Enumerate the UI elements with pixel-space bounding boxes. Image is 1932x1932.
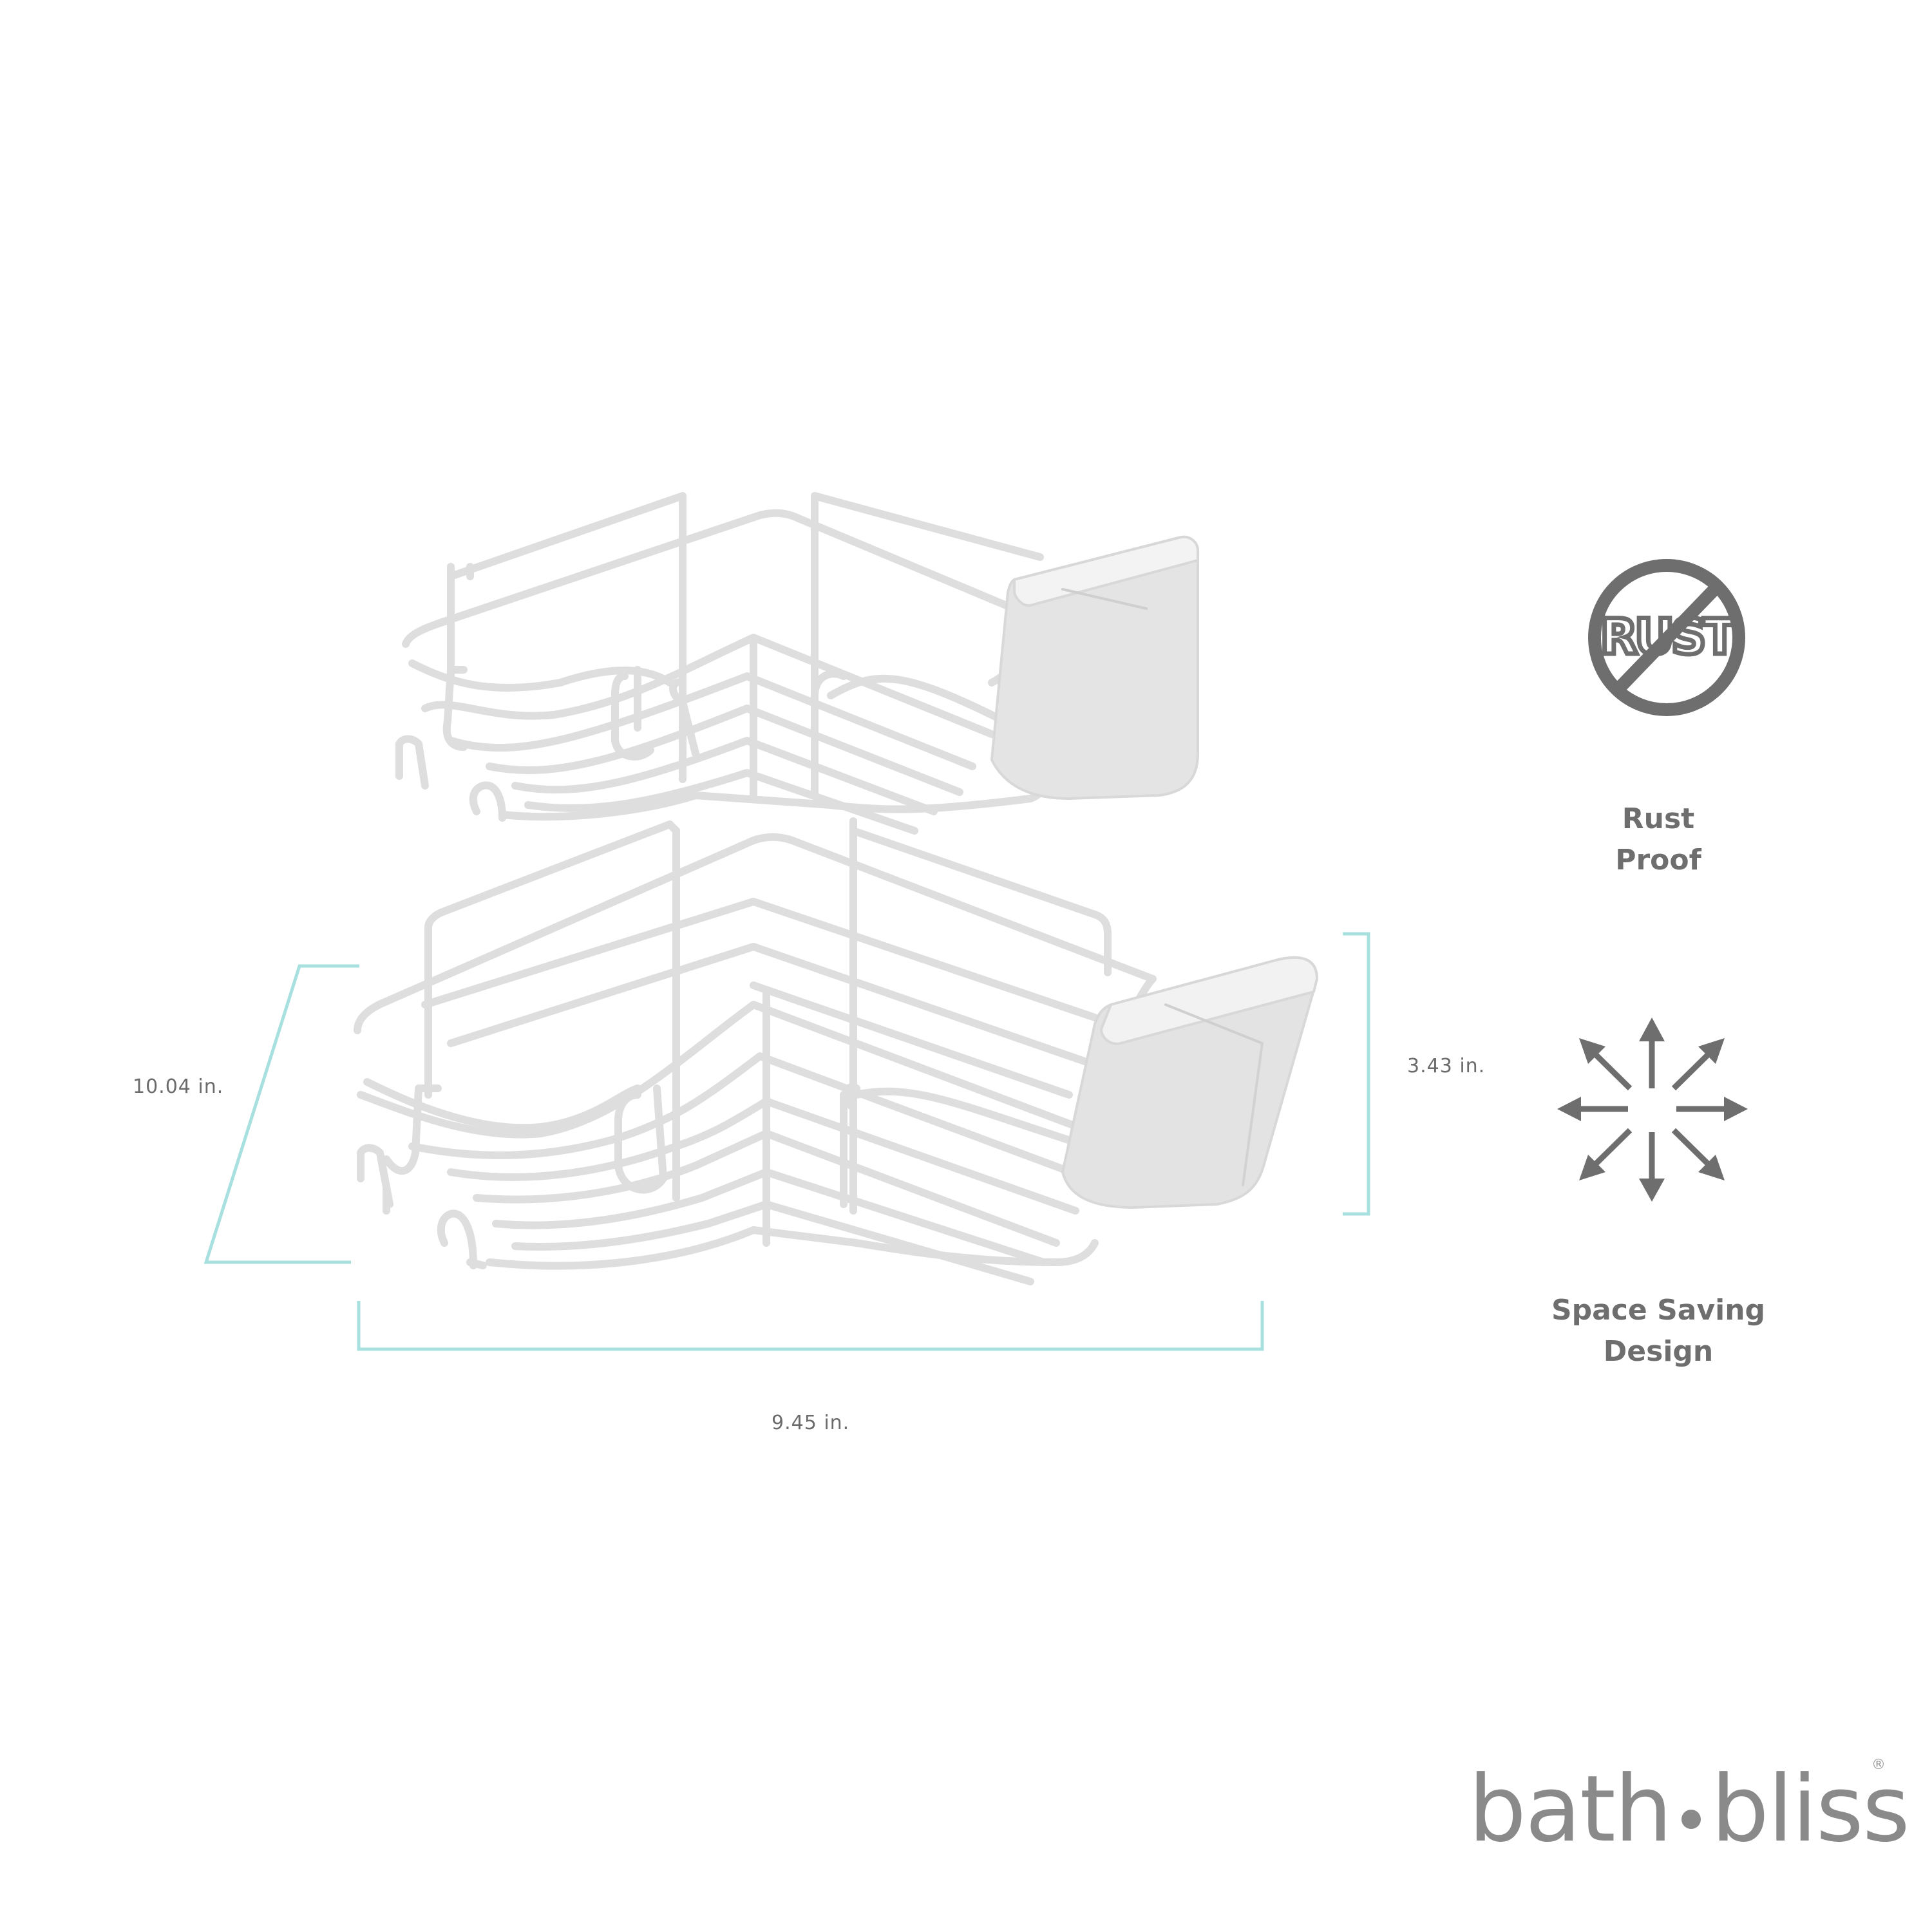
- brand-dot: [1681, 1810, 1701, 1829]
- brand-name-part1: bath: [1468, 1756, 1672, 1862]
- dimension-lines: [204, 932, 1370, 1351]
- brand-logo: bath bliss ®: [1468, 1756, 1910, 1862]
- space-saving-label: Space Saving Design: [1497, 1290, 1819, 1372]
- lower-cup: [1061, 956, 1318, 1209]
- width-dimension-label: 9.45 in.: [772, 1412, 850, 1434]
- rust-proof-line1: Rust: [1622, 802, 1695, 835]
- depth-dimension-line: [204, 964, 359, 1264]
- height-dimension-line: [1343, 932, 1370, 1216]
- brand-name-part2: bliss: [1710, 1756, 1910, 1862]
- expand-arrows-icon: [1557, 1018, 1748, 1202]
- height-dimension-label: 3.43 in.: [1407, 1055, 1486, 1077]
- depth-dimension-label: 10.04 in.: [133, 1075, 224, 1098]
- space-saving-line2: Design: [1603, 1335, 1714, 1368]
- rust-proof-line2: Proof: [1615, 844, 1701, 876]
- rust-proof-icon: RUST: [1588, 559, 1745, 716]
- width-dimension-line: [357, 1301, 1264, 1351]
- lower-shelf: [354, 817, 1157, 1285]
- upper-shelf: [395, 492, 1046, 835]
- registered-mark: ®: [1871, 1757, 1886, 1773]
- space-saving-line1: Space Saving: [1551, 1294, 1766, 1327]
- upper-cup: [990, 535, 1199, 800]
- rust-proof-label: Rust Proof: [1497, 799, 1819, 881]
- product-illustration: [354, 492, 1318, 1285]
